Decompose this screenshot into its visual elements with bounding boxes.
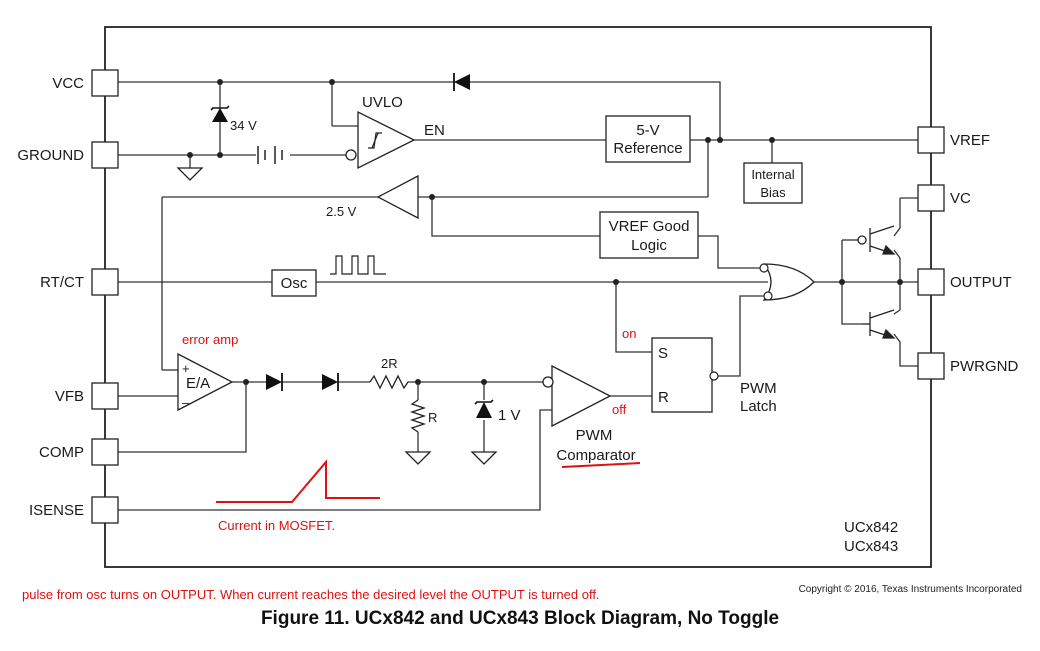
zener-34v-label: 34 V bbox=[230, 118, 257, 133]
annotation-off: off bbox=[612, 402, 627, 417]
annotation-on: on bbox=[622, 326, 636, 341]
pwm-or-gate bbox=[759, 263, 815, 301]
ea-minus-label: – bbox=[182, 395, 190, 410]
reference-label-line2: Reference bbox=[613, 140, 682, 157]
annotation-error-amp: error amp bbox=[182, 332, 238, 347]
resistor-r bbox=[409, 399, 427, 433]
latch-label-line1: PWM bbox=[740, 380, 777, 397]
comparator-underline bbox=[561, 462, 641, 468]
latch-s-label: S bbox=[658, 345, 668, 362]
pin-vref-label: VREF bbox=[950, 132, 990, 149]
error-amplifier bbox=[177, 352, 234, 412]
resistor-r-label: R bbox=[428, 410, 437, 425]
pin-isense-label: ISENSE bbox=[29, 502, 84, 519]
ground-symbol-r bbox=[404, 451, 432, 465]
pin-rtct-label: RT/CT bbox=[40, 274, 84, 291]
resistor-2r bbox=[369, 374, 409, 390]
osc-block bbox=[271, 269, 317, 297]
part-number-2: UCx843 bbox=[844, 538, 898, 555]
en-label: EN bbox=[424, 122, 445, 139]
resistor-2r-label: 2R bbox=[381, 356, 398, 371]
pin-boxes bbox=[91, 69, 945, 524]
pulse-train-icon bbox=[330, 255, 386, 275]
explanatory-note: pulse from osc turns on OUTPUT. When cur… bbox=[22, 587, 600, 602]
ground-symbol bbox=[176, 167, 204, 181]
battery-symbol bbox=[257, 146, 283, 164]
pin-output-label: OUTPUT bbox=[950, 274, 1012, 291]
internal-bias-block bbox=[743, 162, 803, 204]
pin-comp-label: COMP bbox=[39, 444, 84, 461]
uvlo-label: UVLO bbox=[362, 94, 403, 111]
reference-label-line1: 5-V bbox=[636, 122, 659, 139]
pin-pwrgnd-label: PWRGND bbox=[950, 358, 1018, 375]
buffer-2v5 bbox=[376, 174, 419, 220]
figure-caption: Figure 11. UCx842 and UCx843 Block Diagr… bbox=[260, 608, 780, 629]
zener-1v bbox=[474, 399, 494, 418]
annotation-current: Current in MOSFET. bbox=[218, 518, 335, 533]
pwm-comparator-line1: PWM bbox=[576, 427, 613, 444]
latch-r-label: R bbox=[658, 389, 669, 406]
pwm-latch-block bbox=[651, 337, 713, 413]
ea-output-diodes bbox=[266, 373, 339, 391]
copyright-notice: Copyright © 2016, Texas Instruments Inco… bbox=[798, 584, 1022, 595]
internal-bias-line1: Internal bbox=[751, 167, 794, 182]
ground-symbol-zener bbox=[470, 451, 498, 465]
vcc-diode bbox=[453, 73, 470, 91]
vref-good-line2: Logic bbox=[631, 237, 667, 254]
output-transistors bbox=[857, 225, 896, 339]
chip-boundary bbox=[104, 26, 932, 568]
pin-ground-label: GROUND bbox=[17, 147, 84, 164]
pin-vfb-label: VFB bbox=[55, 388, 84, 405]
wires bbox=[118, 81, 918, 511]
vref-good-logic-block bbox=[599, 211, 699, 259]
mosfet-current-waveform bbox=[216, 459, 380, 503]
osc-label: Osc bbox=[281, 275, 308, 292]
latch-label-line2: Latch bbox=[740, 398, 777, 415]
vref-good-line1: VREF Good bbox=[609, 218, 690, 235]
part-number-1: UCx842 bbox=[844, 519, 898, 536]
internal-bias-line2: Bias bbox=[760, 185, 786, 200]
pin-vc-label: VC bbox=[950, 190, 971, 207]
reference-block bbox=[605, 115, 691, 163]
zener-1v-label: 1 V bbox=[498, 407, 521, 424]
pwm-comparator-line2: Comparator bbox=[556, 447, 635, 464]
junction-dots bbox=[187, 79, 903, 385]
ea-plus-label: + bbox=[182, 361, 190, 376]
uvlo-comparator bbox=[345, 110, 416, 170]
latch-inverted-output bbox=[709, 371, 719, 381]
ea-label: E/A bbox=[186, 375, 210, 392]
pin-vcc-label: VCC bbox=[52, 75, 84, 92]
zener-34v bbox=[210, 105, 230, 122]
pwm-comparator bbox=[542, 364, 612, 428]
buffer-2v5-label: 2.5 V bbox=[326, 204, 357, 219]
